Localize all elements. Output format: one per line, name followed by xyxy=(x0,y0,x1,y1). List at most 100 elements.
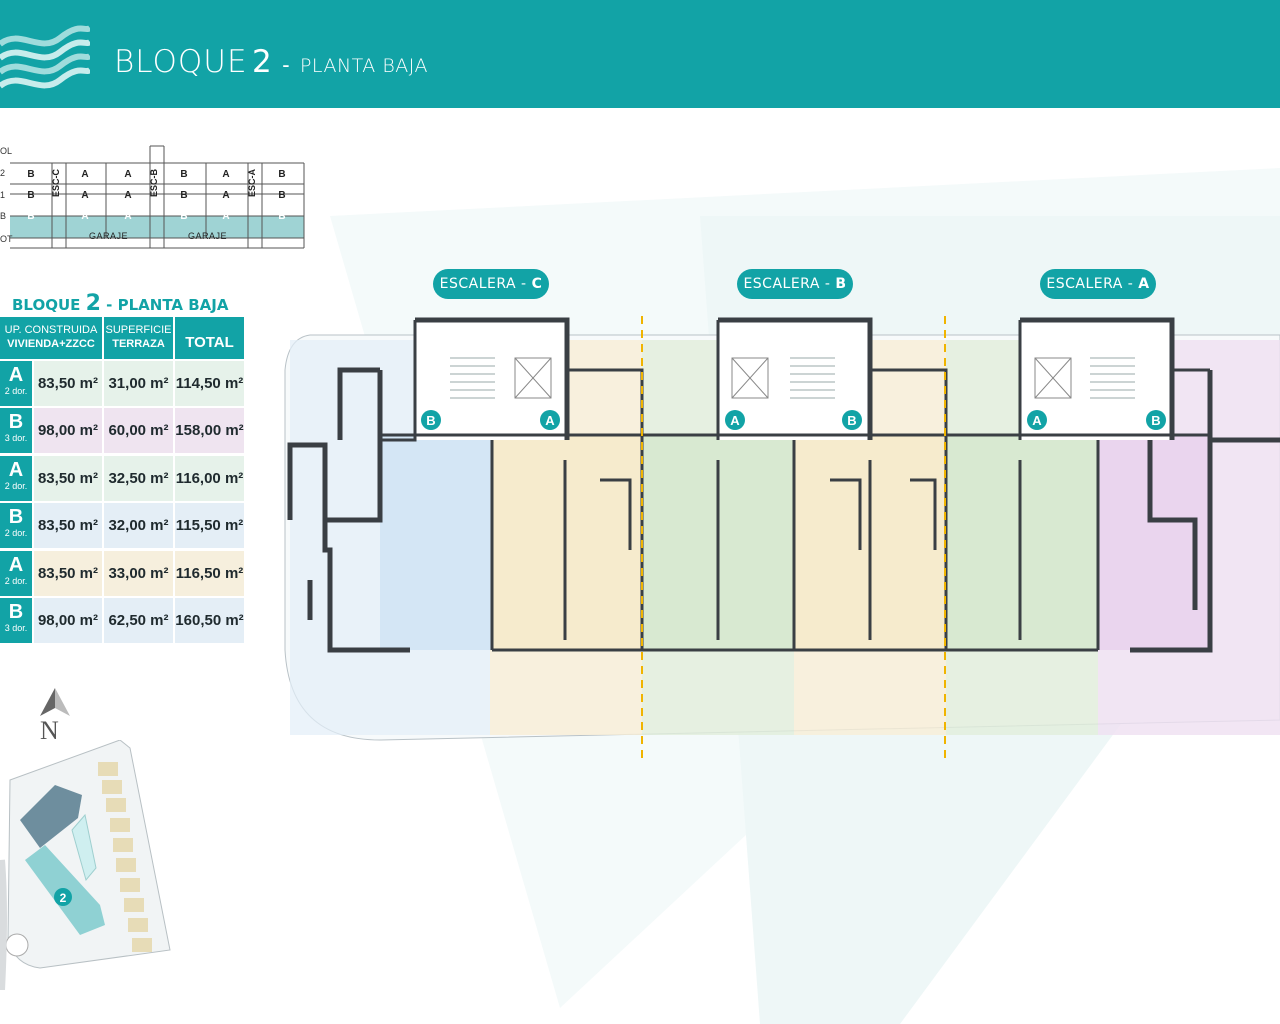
built-area-cell: 98,00 m² xyxy=(34,408,102,453)
section-unit: B xyxy=(278,190,286,201)
section-unit: B xyxy=(278,169,286,180)
section-unit: B xyxy=(180,190,188,201)
header-built-line1: UP. CONSTRUIDA xyxy=(4,324,98,336)
unit-marker-letter: B xyxy=(847,413,856,428)
building-2-number: 2 xyxy=(60,891,67,905)
built-area-cell: 83,50 m² xyxy=(34,551,102,596)
header-total: TOTAL xyxy=(175,317,244,359)
building-1 xyxy=(20,785,82,848)
total-area-cell: 116,00 m² xyxy=(175,456,244,501)
section-unit: A xyxy=(81,211,89,222)
total-area-cell: 114,50 m² xyxy=(175,361,244,406)
unit-marker: B xyxy=(1146,410,1166,430)
section-unit: A xyxy=(81,190,89,201)
stair-pill-c: ESCALERA - C xyxy=(433,269,549,299)
title-separator: - xyxy=(282,52,290,77)
section-unit: B xyxy=(180,169,188,180)
unit-bedrooms: 2 dor. xyxy=(4,481,28,491)
brand-logo xyxy=(0,25,90,89)
header-terrace-line2: TERRAZA xyxy=(112,338,165,350)
section-unit: B xyxy=(27,169,35,180)
neighbor-houses xyxy=(98,762,152,952)
interior-walls xyxy=(380,320,1210,652)
header-terrace-line1: SUPERFICIE xyxy=(105,324,172,336)
section-unit: B xyxy=(180,211,188,222)
table-title: BLOQUE 2 - PLANTA BAJA xyxy=(12,291,228,316)
unit-type-letter: B xyxy=(8,411,24,433)
built-area-cell: 98,00 m² xyxy=(34,598,102,643)
unit-marker: B xyxy=(421,410,441,430)
unit-marker-pin xyxy=(1146,410,1166,430)
terrace-area-cell: 32,50 m² xyxy=(104,456,173,501)
table-title-prefix: BLOQUE xyxy=(12,296,81,314)
section-unit: B xyxy=(27,190,35,201)
title-main: BLOQUE xyxy=(114,44,248,80)
unit-marker: A xyxy=(540,410,560,430)
stair-pill-letter: B xyxy=(835,276,847,292)
header-built-line2: VIVIENDA+ZZCC xyxy=(7,338,95,350)
stair-label: ESC-B xyxy=(149,168,160,198)
unit-marker-pin xyxy=(842,410,862,430)
unit-type-letter: B xyxy=(8,601,24,623)
total-area-cell: 158,00 m² xyxy=(175,408,244,453)
section-unit: B xyxy=(278,211,286,222)
level-label: B xyxy=(0,211,7,221)
level-label: OT xyxy=(0,234,13,244)
roundabout xyxy=(5,933,29,957)
unit-marker-pin xyxy=(1027,410,1047,430)
level-label: OL xyxy=(0,146,13,156)
title-number: 2 xyxy=(252,44,272,80)
garage-label: GARAJE xyxy=(89,231,129,241)
unit-bedrooms: 2 dor. xyxy=(4,576,28,586)
section-unit: A xyxy=(124,211,132,222)
unit-marker-letter: B xyxy=(426,413,435,428)
unit-bedrooms: 3 dor. xyxy=(4,433,28,443)
stair-pill-letter: A xyxy=(1138,276,1150,292)
unit-interior xyxy=(380,435,492,650)
built-area-cell: 83,50 m² xyxy=(34,361,102,406)
stair-pill-b: ESCALERA - B xyxy=(737,269,853,299)
road xyxy=(0,859,7,990)
unit-marker-pin xyxy=(421,410,441,430)
header-terrace: SUPERFICIE TERRAZA xyxy=(104,317,173,359)
stair-label: ESC-A xyxy=(247,168,258,198)
table-title-number: 2 xyxy=(85,291,101,316)
unit-marker-letter: A xyxy=(730,413,740,428)
unit-marker-letter: A xyxy=(545,413,555,428)
unit-marker: A xyxy=(725,410,745,430)
unit-type-letter: A xyxy=(8,364,24,386)
page-title: BLOQUE 2 - PLANTA BAJA xyxy=(114,44,428,80)
total-area-cell: 160,50 m² xyxy=(175,598,244,643)
north-arrow-icon xyxy=(40,688,70,716)
section-unit: A xyxy=(222,211,230,222)
section-unit: A xyxy=(81,169,89,180)
section-unit: A xyxy=(222,169,230,180)
site-map: 2 xyxy=(0,740,171,990)
building-section: OL 2 1 B OT B A A B A B B A A B A B B A … xyxy=(0,138,310,253)
north-label: N xyxy=(40,716,59,745)
section-unit: B xyxy=(27,211,35,222)
built-area-cell: 83,50 m² xyxy=(34,503,102,548)
unit-interior xyxy=(946,435,1098,650)
unit-type-letter: B xyxy=(8,506,24,528)
stair-pill-label: ESCALERA - xyxy=(1046,276,1134,292)
section-unit: A xyxy=(124,169,132,180)
unit-marker-letter: B xyxy=(1151,413,1160,428)
level-label: 2 xyxy=(0,168,6,178)
unit-bedrooms: 2 dor. xyxy=(4,528,28,538)
garage-label: GARAJE xyxy=(188,231,228,241)
unit-type-letter: A xyxy=(8,459,24,481)
unit-interior xyxy=(492,435,642,650)
section-lines xyxy=(10,145,305,249)
total-area-cell: 116,50 m² xyxy=(175,551,244,596)
unit-bedrooms: 3 dor. xyxy=(4,623,28,633)
header-built: UP. CONSTRUIDA VIVIENDA+ZZCC xyxy=(0,317,102,359)
